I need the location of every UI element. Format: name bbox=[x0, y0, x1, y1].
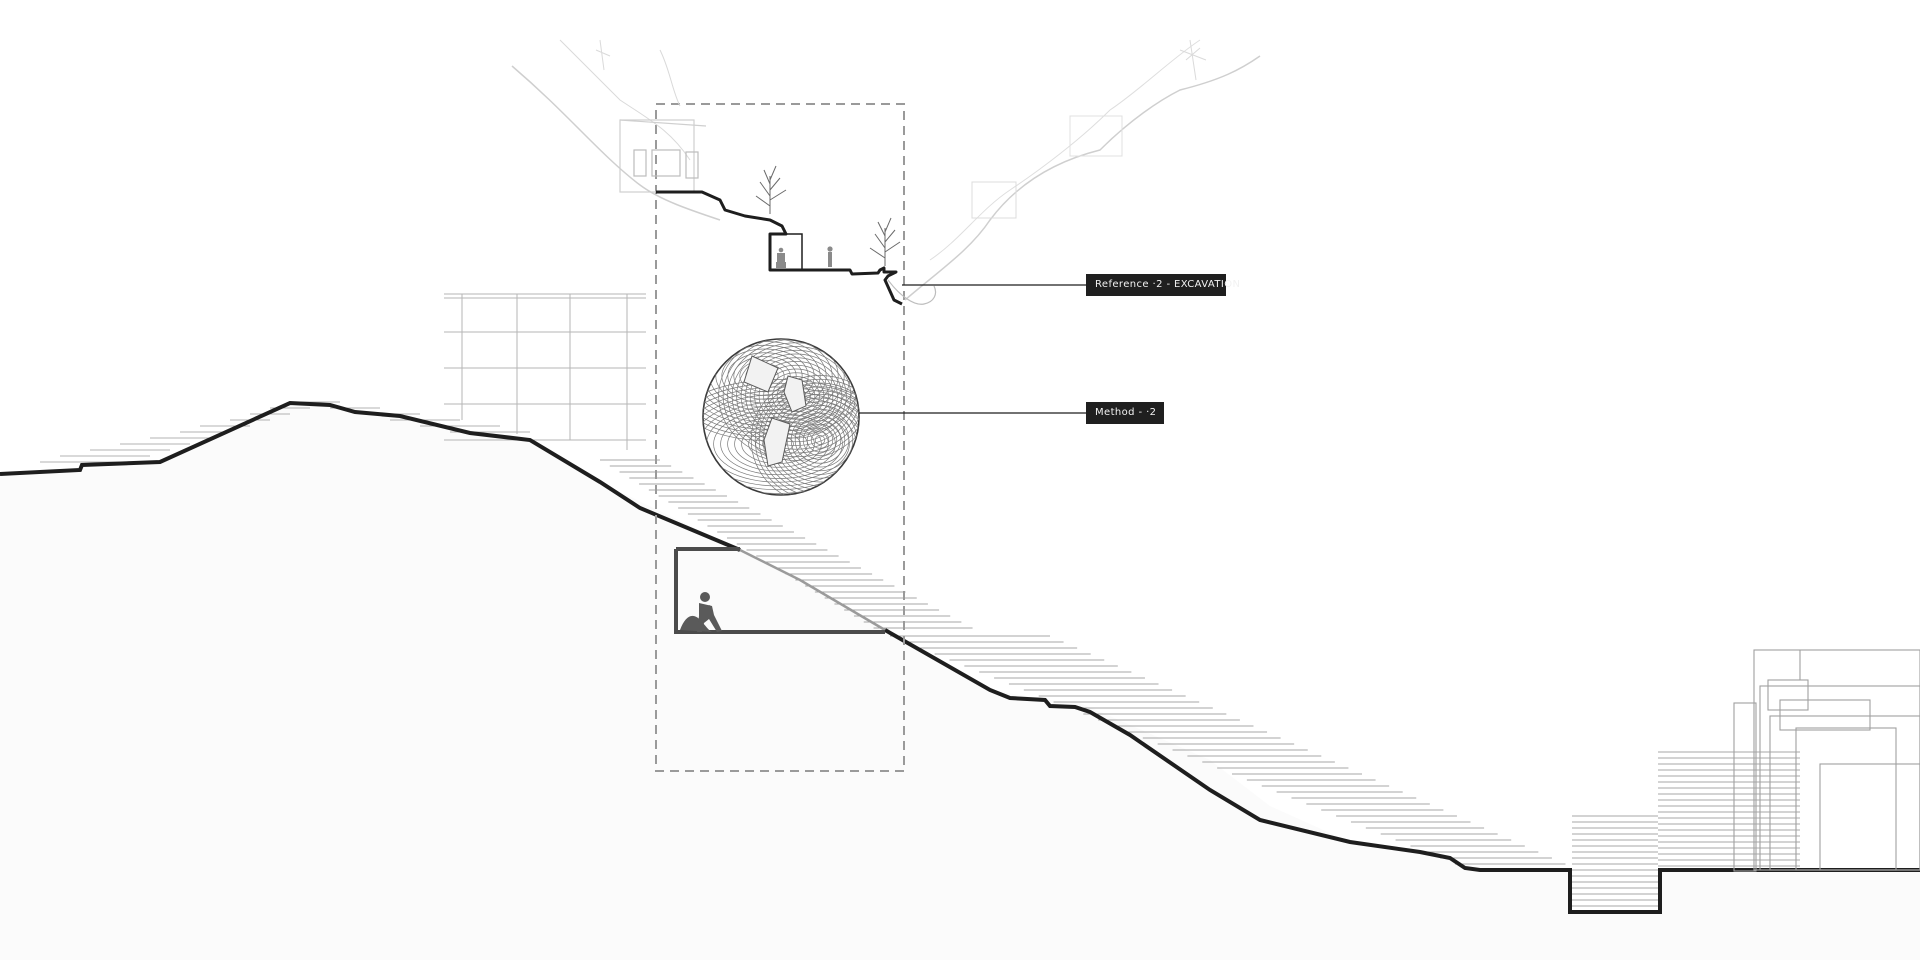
terrain-hatch-lines bbox=[600, 459, 1800, 907]
tree-icon bbox=[755, 165, 901, 266]
ground-line-lower bbox=[884, 628, 1920, 914]
scaffold-frame bbox=[444, 293, 646, 450]
right-buildings bbox=[1733, 649, 1920, 872]
soil-pile bbox=[680, 615, 712, 632]
excavation-tunnel bbox=[674, 547, 886, 634]
excavating-worker-icon bbox=[697, 592, 722, 632]
study-zone-boundary bbox=[655, 103, 905, 772]
method-tag: Method - ·2 bbox=[1086, 402, 1164, 424]
ground-line bbox=[0, 400, 741, 552]
soil-fill bbox=[0, 403, 1920, 960]
reference-excavation-tag: Reference ·2 - EXCAVATION bbox=[1086, 274, 1240, 296]
reference-sketch bbox=[511, 39, 1261, 306]
method-topography-circle bbox=[702, 338, 860, 496]
person-icon bbox=[776, 246, 833, 269]
